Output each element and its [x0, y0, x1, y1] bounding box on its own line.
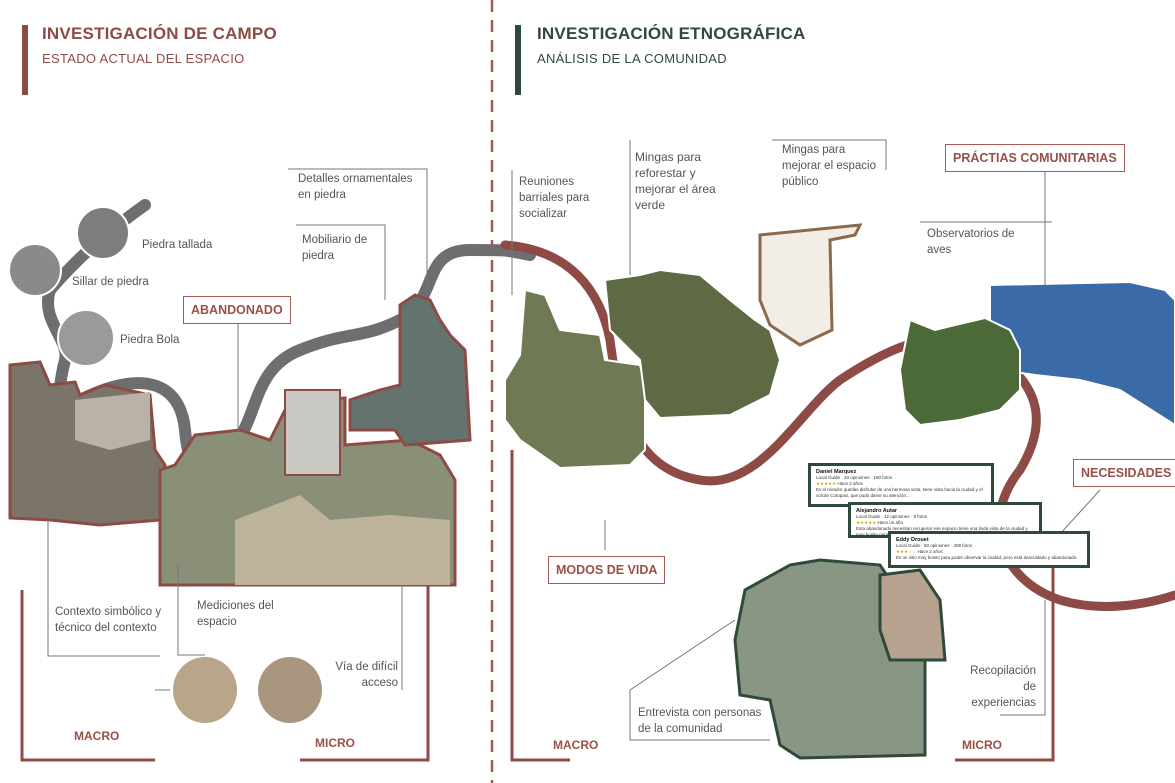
entrevista-image-2: [878, 568, 947, 662]
right-micro-label: MICRO: [962, 738, 1002, 752]
review-card-3: Eddy Drouet Local Guide · 50 opiniones ·…: [888, 531, 1090, 568]
review-meta: Local Guide · 12 opiniones · 8 fotos: [856, 514, 928, 519]
label-reuniones: Reuniones barriales para socializar: [519, 176, 590, 220]
label-sillar: Sillar de piedra: [72, 276, 149, 288]
soil-image-1: [173, 657, 237, 723]
label-recopilacion: Recopilación de experiencias: [970, 665, 1036, 709]
reuniones-image: [504, 288, 646, 470]
review-author: Eddy Drouet: [896, 537, 929, 543]
label-contexto: Contexto simbólico y técnico del context…: [55, 606, 162, 634]
review-date: Hace 2 años: [837, 481, 863, 486]
mingas-reforestar-image: [603, 268, 782, 420]
arch-detail: [75, 392, 150, 450]
right-macro-bracket: [510, 450, 570, 762]
label-observatorios: Observatorios de aves: [927, 228, 1015, 256]
review-text: Es el mirador quedas disfrutar de una he…: [816, 487, 983, 498]
right-macro-label: MACRO: [553, 738, 599, 752]
right-micro-bracket: [955, 545, 1055, 762]
label-piedra-tallada: Piedra tallada: [142, 239, 213, 251]
left-title-bar: [22, 25, 28, 95]
fountain-image: [348, 293, 472, 447]
left-connectors: [47, 168, 428, 691]
left-micro-label: MICRO: [315, 736, 355, 750]
label-entrevista: Entrevista con personas de la comunidad: [638, 707, 762, 735]
label-via: Vía de difícil acceso: [335, 661, 398, 689]
label-detalles: Detalles ornamentales en piedra: [298, 173, 413, 201]
label-piedra-bola: Piedra Bola: [120, 334, 180, 346]
niche-image: [284, 389, 341, 476]
tag-necesidades: NECESIDADES: [1073, 459, 1175, 487]
right-subtitle: ANÁLISIS DE LA COMUNIDAD: [537, 51, 727, 66]
left-micro-bracket: [300, 585, 430, 762]
review-text: Esta abandonado necesitan recuperar ese …: [856, 526, 1028, 537]
review-date: Hace 2 años: [917, 549, 943, 554]
piedra-tallada-image: [76, 206, 130, 260]
right-title: INVESTIGACIÓN ETNOGRÁFICA: [537, 24, 806, 43]
observatorio-image: [898, 316, 1021, 427]
label-mingas-espacio: Mingas para mejorar el espacio público: [782, 144, 876, 188]
swing-image: [758, 223, 863, 347]
left-subtitle: ESTADO ACTUAL DEL ESPACIO: [42, 51, 245, 66]
review-meta: Local Guide · 33 opiniones · 160 fotos: [816, 475, 893, 480]
label-mediciones: Mediciones del espacio: [197, 600, 274, 628]
tag-modos-de-vida: MODOS DE VIDA: [548, 556, 666, 584]
right-title-bar: [515, 25, 521, 95]
soil-image-2: [258, 657, 322, 723]
sillar-image: [8, 243, 62, 297]
piedra-bola-image: [57, 309, 115, 367]
ground-detail: [235, 495, 450, 585]
review-text: Es un sitio muy bonito para poder observ…: [896, 555, 1078, 560]
review-meta: Local Guide · 50 opiniones · 409 fotos: [896, 543, 973, 548]
review-author: Alejandro Autar: [856, 508, 898, 514]
tag-abandonado: ABANDONADO: [183, 296, 291, 324]
label-mingas-reforestar: Mingas para reforestar y mejorar el área…: [635, 150, 716, 212]
left-macro-bracket: [20, 590, 155, 762]
left-title: INVESTIGACIÓN DE CAMPO: [42, 24, 277, 43]
review-date: Hace un año: [877, 520, 903, 525]
left-macro-label: MACRO: [74, 729, 120, 743]
review-card-1: Daniel Marquez Local Guide · 33 opinione…: [808, 463, 994, 507]
label-mobiliario: Mobiliario de piedra: [302, 234, 368, 262]
tag-practicas: PRÁCTIAS COMUNITARIAS: [945, 144, 1125, 172]
review-author: Daniel Marquez: [816, 469, 857, 475]
